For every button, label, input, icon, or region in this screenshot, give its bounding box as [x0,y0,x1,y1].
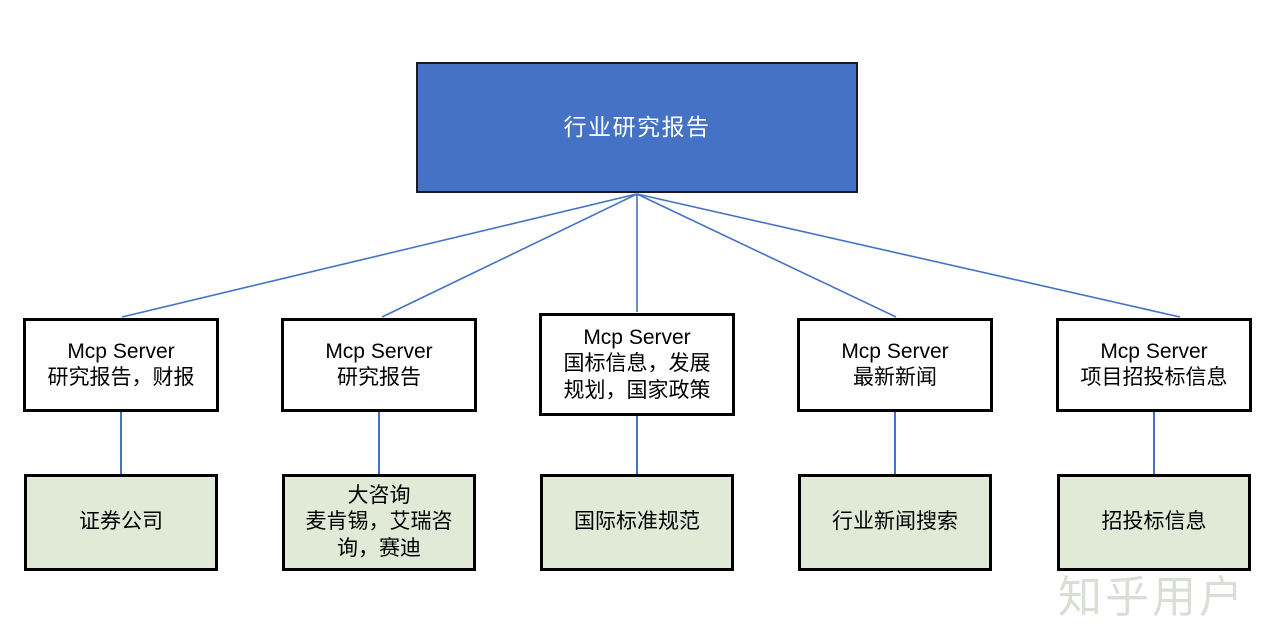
node-data-source-4-label: 行业新闻搜索 [832,510,958,534]
node-data-source-5[interactable]: 招投标信息 [1057,474,1251,571]
node-mcp-server-2-label: Mcp Server 研究报告 [325,339,433,389]
node-data-source-1-label: 证券公司 [79,510,163,534]
node-data-source-3-label: 国际标准规范 [574,510,700,534]
node-mcp-server-4[interactable]: Mcp Server 最新新闻 [797,318,993,412]
node-mcp-server-1-label: Mcp Server 研究报告，财报 [47,339,195,389]
watermark: 知乎用户 [1058,573,1246,622]
edge-root-to-mcp-server-2 [381,193,638,318]
node-mcp-server-5[interactable]: Mcp Server 项目招投标信息 [1056,318,1252,412]
node-root-label: 行业研究报告 [563,114,711,141]
edge-root-to-mcp-server-1 [121,193,638,318]
node-data-source-4[interactable]: 行业新闻搜索 [798,474,992,571]
node-root-industry-research-report[interactable]: 行业研究报告 [416,62,858,193]
edge-root-to-mcp-server-4 [636,193,897,318]
node-mcp-server-3[interactable]: Mcp Server 国标信息，发展 规划，国家政策 [539,313,735,416]
node-mcp-server-2[interactable]: Mcp Server 研究报告 [281,318,477,412]
node-mcp-server-4-label: Mcp Server 最新新闻 [841,339,949,389]
node-data-source-3[interactable]: 国际标准规范 [540,474,734,571]
edge-root-to-mcp-server-5 [636,193,1181,318]
node-data-source-2[interactable]: 大咨询 麦肯锡，艾瑞咨 询，赛迪 [282,474,476,571]
node-data-source-2-label: 大咨询 麦肯锡，艾瑞咨 询，赛迪 [305,484,453,560]
node-data-source-1[interactable]: 证券公司 [24,474,218,571]
node-mcp-server-1[interactable]: Mcp Server 研究报告，财报 [23,318,219,412]
node-data-source-5-label: 招投标信息 [1101,510,1207,534]
node-mcp-server-5-label: Mcp Server 项目招投标信息 [1080,339,1228,389]
node-mcp-server-3-label: Mcp Server 国标信息，发展 规划，国家政策 [563,326,711,402]
